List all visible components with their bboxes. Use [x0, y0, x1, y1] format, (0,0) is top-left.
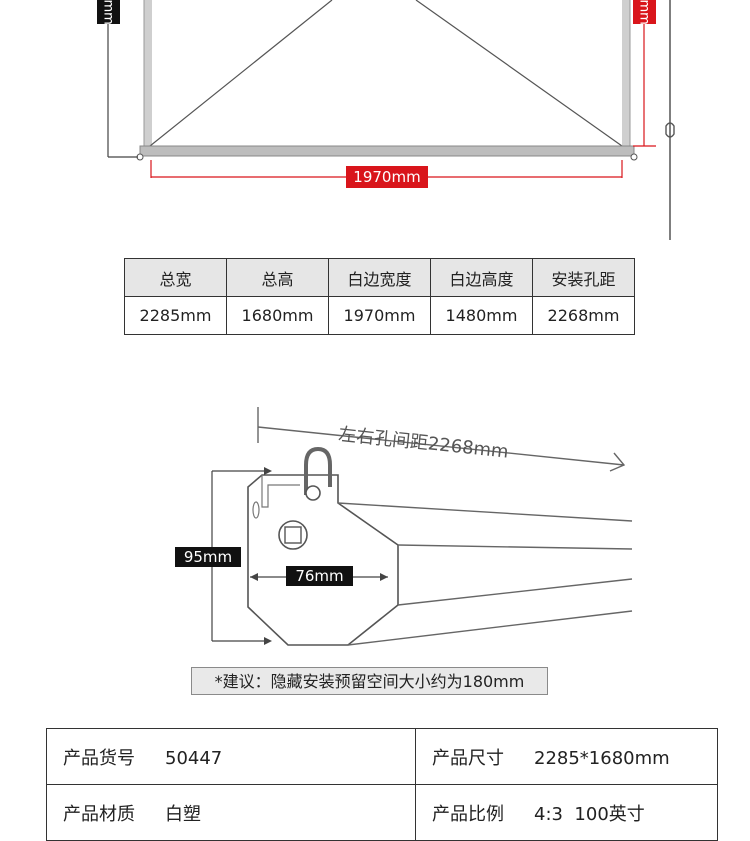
screen-right-border [622, 0, 630, 150]
install-note: *建议：隐藏安装预留空间大小约为180mm [191, 667, 548, 695]
case-width-label: 76mm [286, 566, 353, 586]
spec-value-ratio: 4:3 100英寸 [534, 803, 645, 825]
spec-value-size: 2285*1680mm [534, 747, 670, 769]
spec-row: 产品材质 白塑 产品比例 4:3 100英寸 [46, 784, 718, 841]
spec-table: 产品货号 50447 产品尺寸 2285*1680mm 产品材质 白塑 产品比例 4:3… [46, 728, 718, 841]
right-height-tag [633, 0, 656, 24]
spec-value-item-no: 50447 [165, 747, 223, 769]
hole-spacing-arrow [257, 426, 625, 466]
header-border-height: 白边高度 [430, 258, 533, 297]
spec-key-ratio: 产品比例 [432, 803, 504, 825]
left-tag-text: mm [100, 0, 116, 25]
spec-key-material: 产品材质 [63, 803, 135, 825]
spec-key-size: 产品尺寸 [432, 747, 504, 769]
dimensions-table: 总宽 总高 白边宽度 白边高度 安装孔距 2285mm 1680mm 1970m… [124, 258, 635, 335]
screen-diagram [97, 0, 675, 240]
projection-line-right [415, 0, 623, 147]
header-border-width: 白边宽度 [328, 258, 431, 297]
header-total-height: 总高 [226, 258, 329, 297]
spec-key-item-no: 产品货号 [63, 747, 135, 769]
spec-value-material: 白塑 [165, 803, 201, 825]
spec-row: 产品货号 50447 产品尺寸 2285*1680mm [46, 728, 718, 785]
header-total-width: 总宽 [124, 258, 227, 297]
hang-hook [304, 446, 332, 495]
left-height-tag [97, 0, 120, 24]
value-border-width: 1970mm [328, 296, 431, 335]
projection-line-left [149, 0, 333, 147]
right-tag-text: mm [636, 0, 652, 25]
value-border-height: 1480mm [430, 296, 533, 335]
bottom-bar [139, 145, 635, 157]
case-height-label: 95mm [175, 547, 241, 567]
screen-left-border [144, 0, 152, 150]
case-outline [247, 474, 399, 646]
value-hole-spacing: 2268mm [532, 296, 635, 335]
value-total-width: 2285mm [124, 296, 227, 335]
screen-width-label: 1970mm [346, 166, 428, 188]
value-total-height: 1680mm [226, 296, 329, 335]
header-hole-spacing: 安装孔距 [532, 258, 635, 297]
